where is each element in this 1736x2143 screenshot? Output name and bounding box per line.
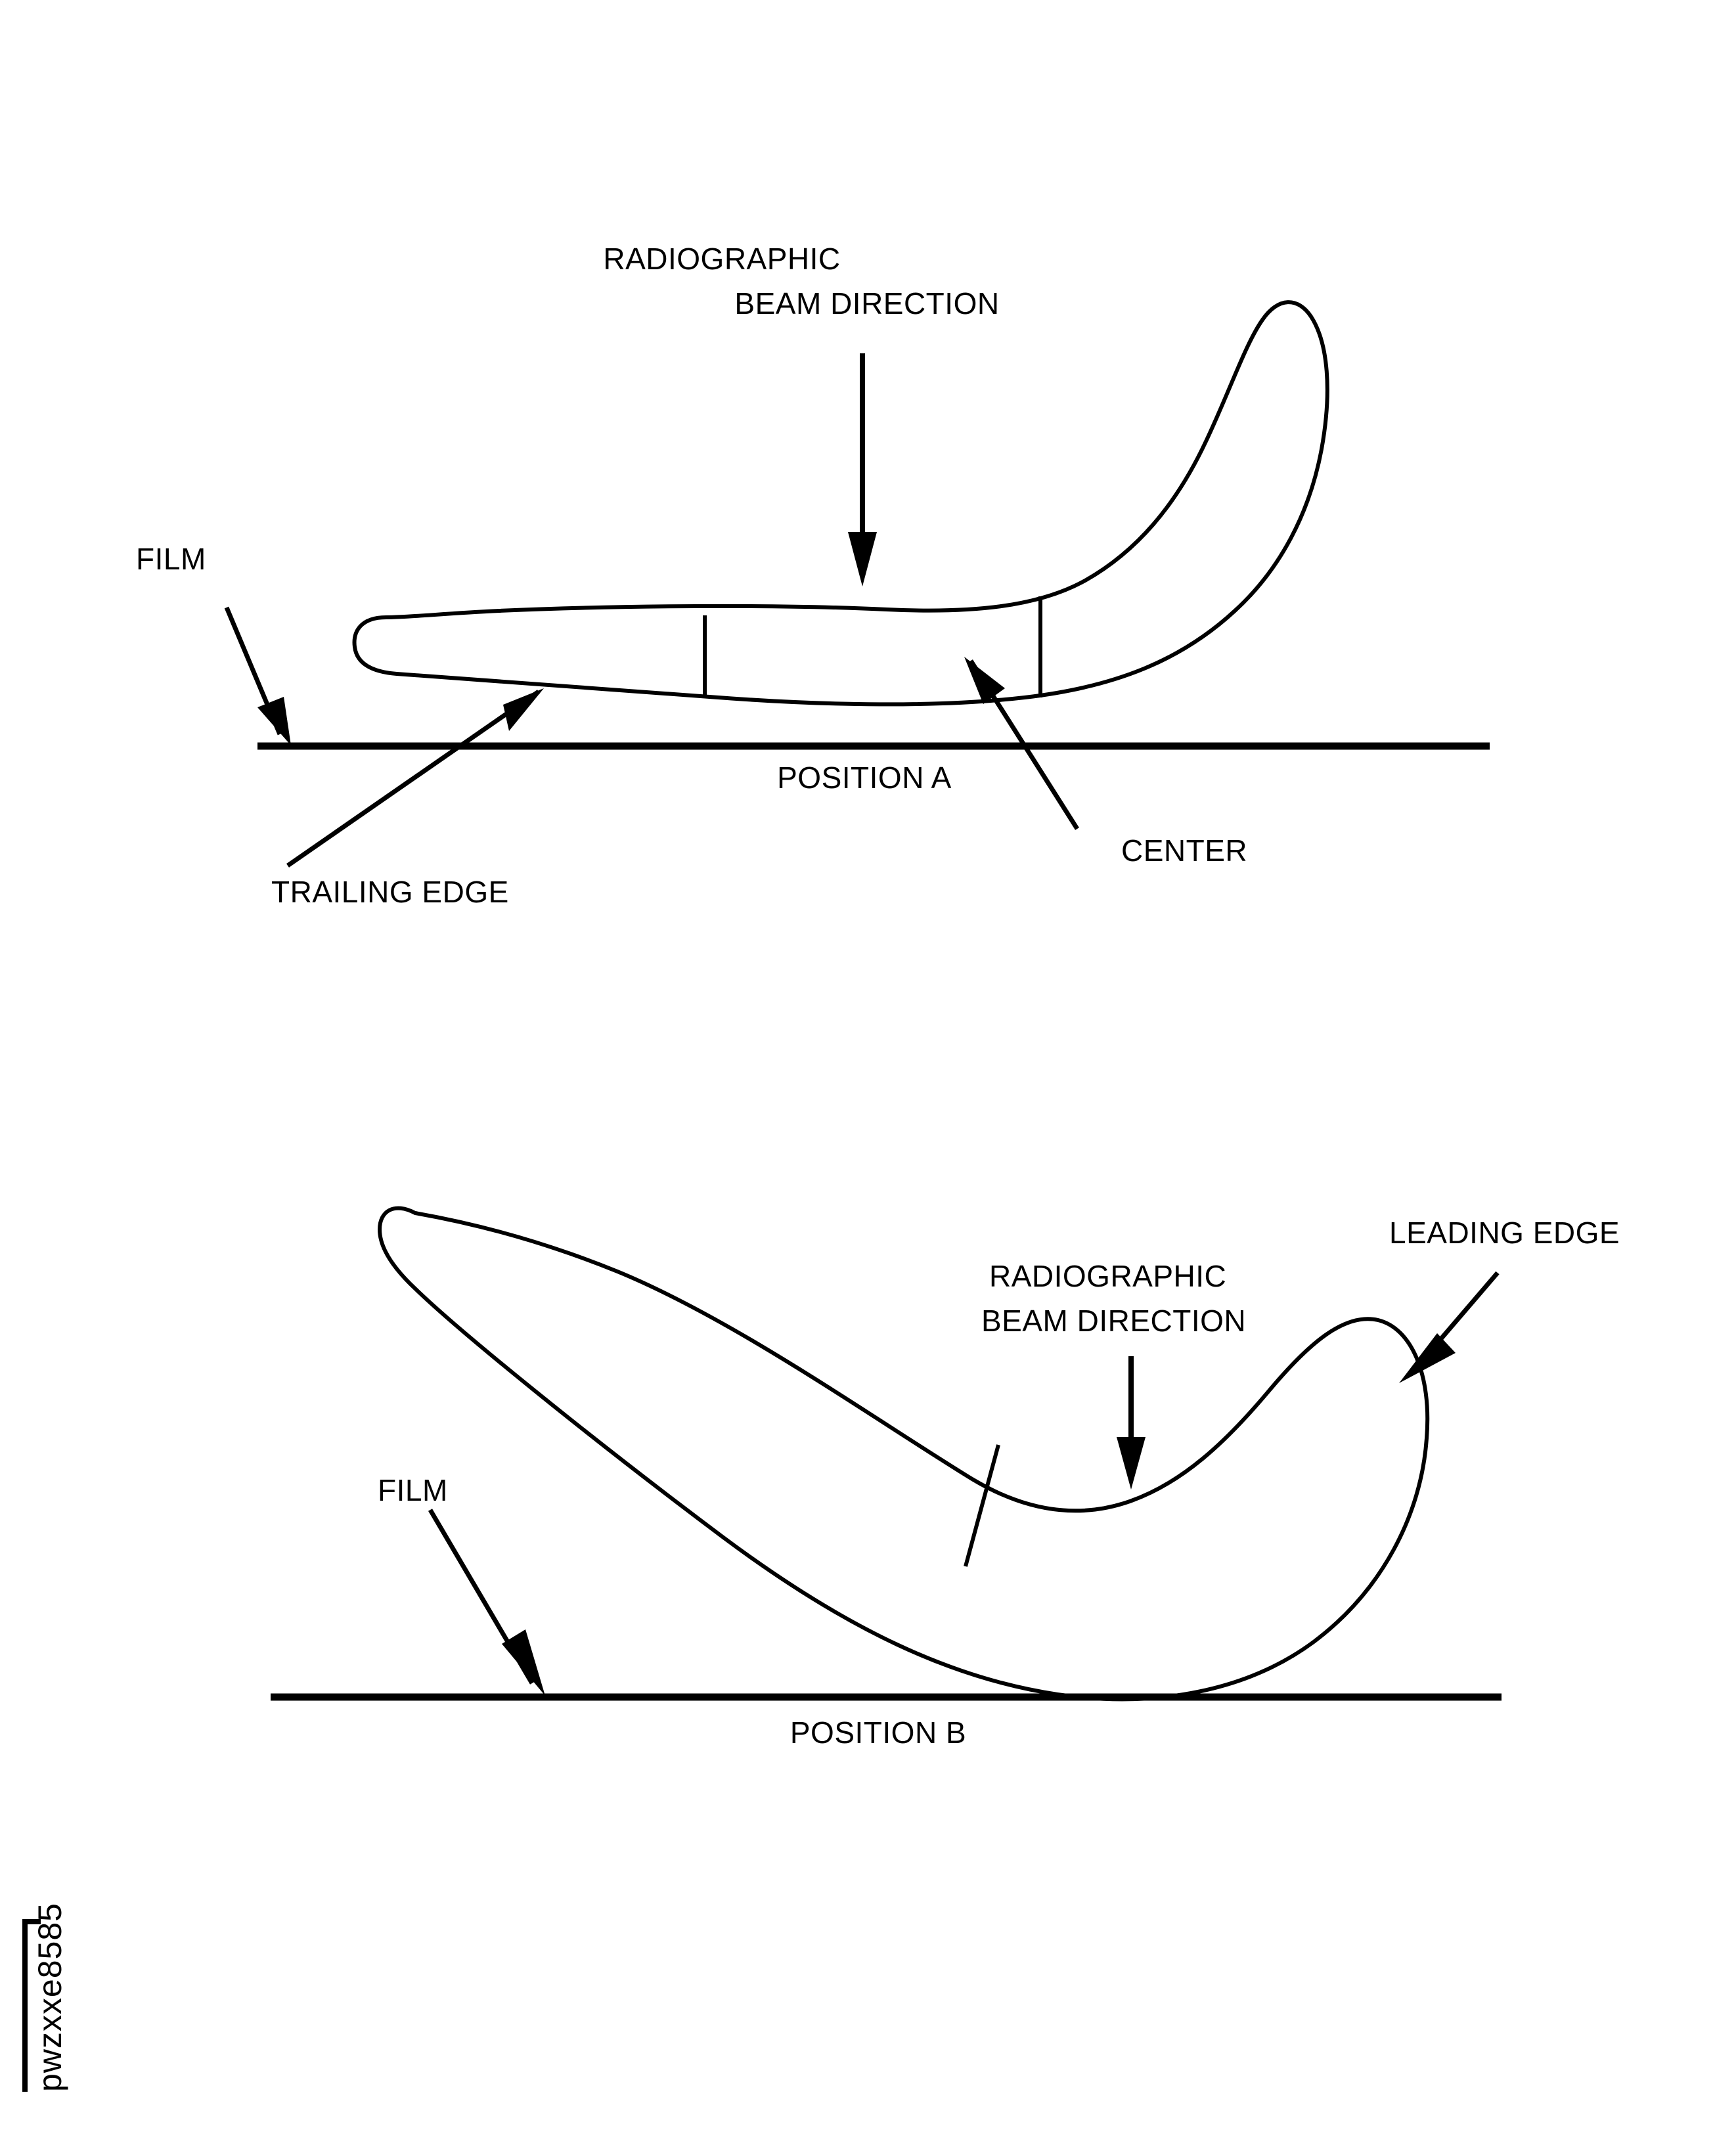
film-label-a: FILM: [136, 542, 206, 576]
chord-line-b: [964, 1444, 1000, 1567]
beam-direction-label-line2-a: BEAM DIRECTION: [734, 286, 999, 320]
film-leader-a: [224, 606, 291, 745]
film-label-b: FILM: [378, 1473, 448, 1507]
center-label: CENTER: [1121, 833, 1247, 868]
document-id-block: pwzxxe8585: [22, 1903, 68, 2092]
center-leader-head: [964, 657, 1005, 704]
trailing-edge-leader: [286, 688, 544, 868]
airfoil-outline-a: [352, 300, 1329, 707]
film-leader-head-b: [502, 1629, 545, 1696]
beam-direction-label-line2-b: BEAM DIRECTION: [981, 1304, 1246, 1338]
position-a-diagram: RADIOGRAPHIC BEAM DIRECTION FILM POSITIO…: [136, 242, 1490, 909]
trailing-edge-label: TRAILING EDGE: [271, 875, 509, 909]
leading-edge-label: LEADING EDGE: [1389, 1216, 1620, 1250]
document-id-text: pwzxxe8585: [32, 1903, 68, 2092]
beam-arrow-head-b: [1117, 1437, 1146, 1490]
position-a-caption: POSITION A: [777, 761, 952, 795]
film-leader-head-a: [257, 697, 291, 745]
center-leader: [964, 657, 1079, 830]
corner-bracket-mark: [22, 1919, 41, 2092]
trailing-edge-leader-shaft: [286, 690, 540, 868]
beam-direction-arrow-a: [848, 353, 877, 586]
beam-direction-label-line1-a: RADIOGRAPHIC: [603, 242, 840, 276]
beam-arrow-head: [848, 532, 877, 586]
beam-direction-arrow-b: [1117, 1356, 1146, 1490]
beam-direction-label-line1-b: RADIOGRAPHIC: [989, 1259, 1226, 1293]
leading-edge-leader: [1399, 1271, 1500, 1383]
airfoil-outline-b: [378, 1206, 1430, 1702]
position-b-caption: POSITION B: [790, 1715, 966, 1750]
leading-edge-leader-head: [1399, 1333, 1456, 1383]
film-leader-b: [428, 1509, 545, 1696]
position-b-diagram: RADIOGRAPHIC BEAM DIRECTION LEADING EDGE…: [271, 1206, 1620, 1750]
trailing-edge-leader-head: [503, 688, 544, 731]
